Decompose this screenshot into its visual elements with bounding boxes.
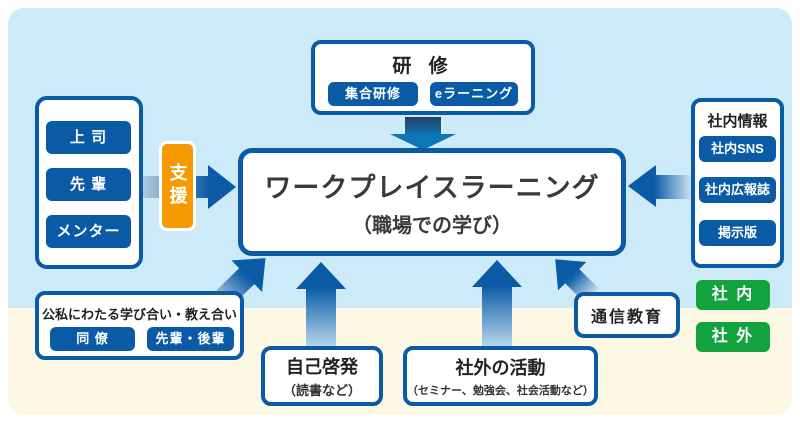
internal-info-arrow-shaft — [654, 175, 692, 199]
training-item-elearning: eラーニング — [430, 82, 518, 106]
training-item-group: 集合研修 — [328, 82, 418, 106]
zone-badge-external: 社 外 — [696, 322, 770, 352]
self-development-box: 自己啓発 （読書など） — [261, 346, 383, 406]
training-arrow-shaft — [405, 117, 441, 135]
workplace-learning-subtitle: （職場での学び） — [352, 215, 512, 237]
peer-learning-title: 公私にわたる学び合い・教え合い — [41, 307, 237, 322]
internal-info-title: 社内情報 — [707, 113, 768, 130]
training-items: 集合研修 eラーニング — [315, 82, 531, 106]
diagram-panel: 上 司 先 輩 メンター 支援 ワークプレイスラーニング （職場での学び） 研 … — [8, 8, 792, 415]
outside-activities-arrow-up-icon — [472, 260, 522, 287]
outside-activities-arrow-shaft — [482, 285, 512, 347]
workplace-learning-title: ワークプレイスラーニング — [264, 173, 600, 203]
outside-activities-subtitle: （セミナー、勉強会、社会活動など） — [407, 385, 594, 397]
supporter-item-senior: 先 輩 — [46, 168, 131, 201]
peer-item-senior-junior: 先輩・後輩 — [147, 327, 234, 351]
support-arrow-right-icon — [208, 165, 236, 209]
outside-activities-title: 社外の活動 — [455, 358, 546, 378]
self-development-arrow-shaft — [306, 287, 336, 347]
supporters-box: 上 司 先 輩 メンター — [35, 96, 143, 269]
self-development-subtitle: （読書など） — [282, 383, 361, 398]
zone-badge-internal: 社 内 — [696, 280, 770, 310]
peer-learning-box: 公私にわたる学び合い・教え合い 同 僚 先輩・後輩 — [35, 291, 244, 360]
internal-info-item-newsletter: 社内広報誌 — [699, 177, 776, 203]
correspondence-education-box: 通信教育 — [574, 292, 680, 338]
support-label-tag: 支援 — [159, 141, 196, 231]
training-box: 研 修 集合研修 eラーニング — [311, 40, 535, 115]
training-arrow-down-icon — [390, 134, 456, 150]
workplace-learning-box: ワークプレイスラーニング （職場での学び） — [238, 148, 626, 256]
outside-activities-box: 社外の活動 （セミナー、勉強会、社会活動など） — [403, 346, 598, 406]
training-title: 研 修 — [392, 56, 454, 77]
self-development-title: 自己啓発 — [286, 357, 358, 377]
internal-info-arrow-left-icon — [628, 165, 656, 207]
peer-item-colleague: 同 僚 — [50, 327, 135, 351]
self-development-arrow-up-icon — [296, 262, 346, 289]
supporter-item-mentor: メンター — [46, 215, 131, 248]
internal-info-box: 社内情報 社内SNS 社内広報誌 掲示版 — [691, 98, 784, 268]
correspondence-education-title: 通信教育 — [590, 309, 663, 326]
internal-info-item-board: 掲示版 — [699, 220, 776, 246]
internal-info-item-sns: 社内SNS — [699, 136, 776, 162]
supporter-item-boss: 上 司 — [46, 121, 131, 154]
